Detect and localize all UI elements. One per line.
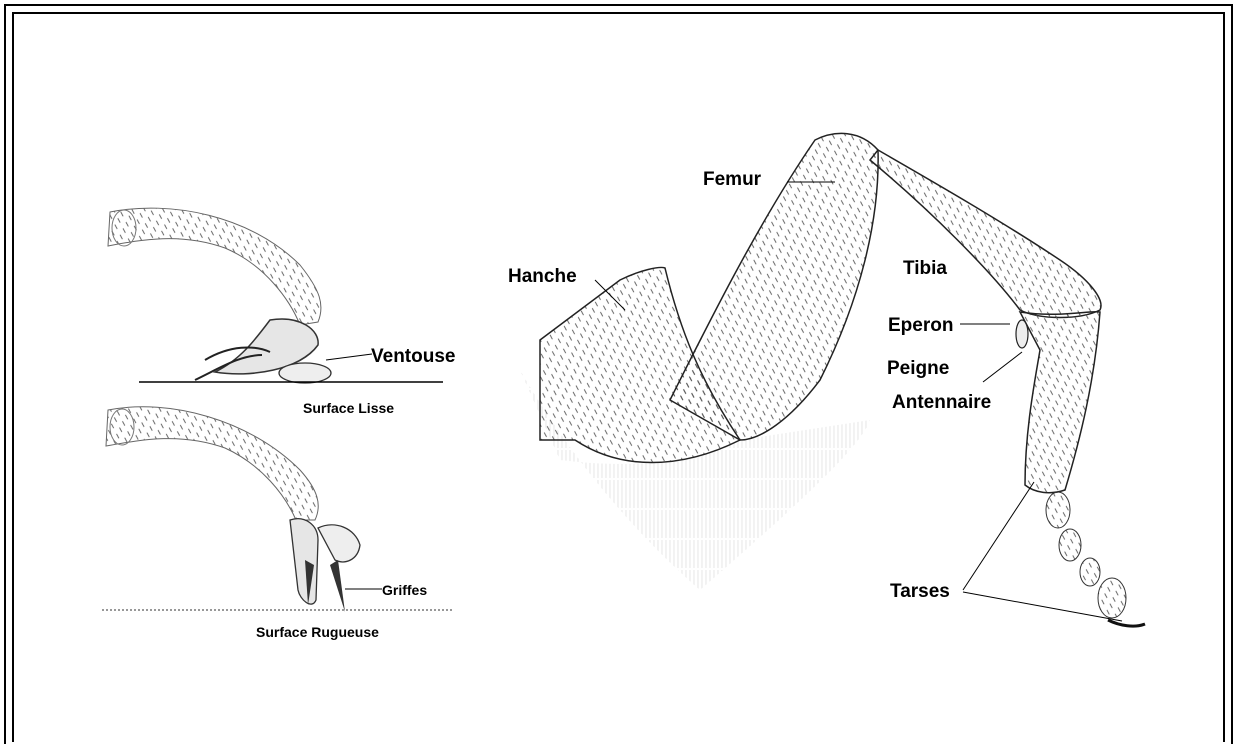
label-tibia: Tibia	[903, 258, 947, 279]
label-ventouse: Ventouse	[371, 346, 455, 367]
label-griffes: Griffes	[382, 582, 427, 598]
spur	[1016, 320, 1028, 348]
basitarsus	[1020, 312, 1100, 493]
label-peigne: Peigne	[887, 358, 949, 379]
femur	[670, 133, 878, 440]
tibia	[870, 150, 1101, 318]
label-surface-rugueuse: Surface Rugueuse	[256, 624, 379, 640]
bee-leg	[520, 133, 1145, 626]
label-tarses: Tarses	[890, 581, 950, 602]
label-surface-lisse: Surface Lisse	[303, 400, 394, 416]
label-antennaire: Antennaire	[892, 392, 991, 413]
label-femur: Femur	[703, 169, 762, 190]
label-hanche: Hanche	[508, 266, 577, 287]
label-eperon: Eperon	[888, 315, 953, 336]
